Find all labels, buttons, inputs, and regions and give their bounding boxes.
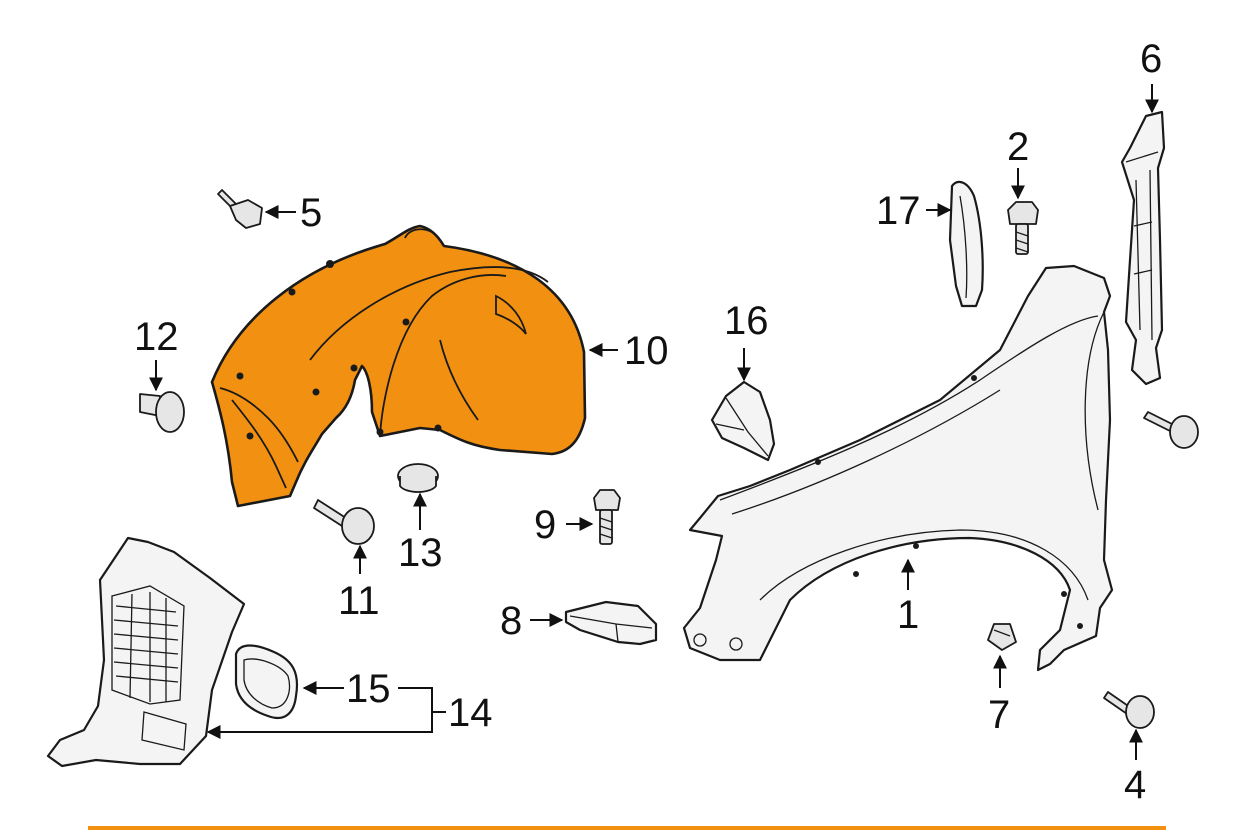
callout-17: 17 — [876, 189, 921, 233]
callout-14: 14 — [448, 691, 493, 735]
callout-15: 15 — [346, 667, 391, 711]
clip-part-13[interactable] — [397, 463, 439, 493]
screw-unlabeled[interactable] — [1143, 411, 1199, 449]
callout-1: 1 — [897, 593, 919, 637]
callout-8: 8 — [500, 599, 522, 643]
callout-9: 9 — [534, 503, 556, 547]
clip-part-7[interactable] — [987, 623, 1017, 651]
bolt-part-9[interactable] — [593, 489, 621, 545]
bracket-part-8[interactable] — [564, 600, 658, 646]
trim-moulding-part-17[interactable] — [948, 180, 984, 308]
callout-10: 10 — [624, 329, 669, 373]
callout-16: 16 — [724, 299, 769, 343]
callout-11: 11 — [338, 579, 380, 623]
screw-part-11[interactable] — [313, 499, 375, 545]
seal-part-15[interactable] — [234, 644, 299, 720]
callout-5: 5 — [300, 191, 322, 235]
callout-4: 4 — [1124, 763, 1146, 807]
fender-part-1[interactable] — [682, 264, 1114, 672]
leader-14 — [206, 687, 433, 739]
bracket-part-16[interactable] — [710, 380, 776, 462]
callout-2: 2 — [1007, 125, 1029, 169]
callout-7: 7 — [988, 693, 1010, 737]
splash-shield-part-14[interactable] — [46, 536, 246, 768]
screw-part-12[interactable] — [139, 391, 185, 433]
bolt-part-2[interactable] — [1007, 201, 1039, 255]
bolt-part-5[interactable] — [217, 189, 263, 229]
footer-rule — [88, 826, 1166, 830]
wheelhouse-liner-part-10[interactable] — [210, 224, 587, 508]
screw-part-4[interactable] — [1103, 691, 1155, 729]
callout-12: 12 — [134, 315, 179, 359]
callout-6: 6 — [1140, 37, 1162, 81]
fender-bracket-part-6[interactable] — [1120, 110, 1166, 386]
callout-13: 13 — [398, 531, 443, 575]
